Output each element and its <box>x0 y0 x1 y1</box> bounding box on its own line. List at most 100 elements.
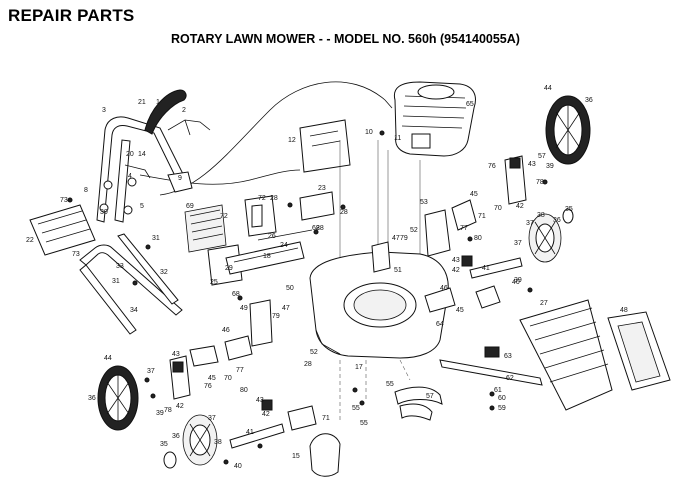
hubcap-left <box>163 451 177 469</box>
part-callout-42: 42 <box>452 267 460 274</box>
grass-catcher-bag <box>519 299 613 411</box>
part-callout-30: 30 <box>100 209 108 216</box>
pivot-plate-52 <box>424 209 451 257</box>
mower-deck <box>309 251 449 359</box>
side-plate-49 <box>249 299 273 347</box>
part-callout-22: 22 <box>26 237 34 244</box>
rear-wheel-left <box>97 365 139 431</box>
part-callout-24: 24 <box>280 242 288 249</box>
part-callout-20: 20 <box>126 151 134 158</box>
part-callout-45: 45 <box>470 191 478 198</box>
part-callout-78: 78 <box>164 407 172 414</box>
front-axle-right <box>461 255 523 309</box>
part-callout-35: 35 <box>565 206 573 213</box>
part-callout-48: 48 <box>620 307 628 314</box>
part-callout-42: 42 <box>262 411 270 418</box>
part-callout-29: 29 <box>225 265 233 272</box>
throttle-cable <box>159 81 393 196</box>
part-callout-4: 4 <box>128 173 132 180</box>
part-callout-36: 36 <box>585 97 593 104</box>
part-callout-47: 47 <box>392 235 400 242</box>
part-callout-45: 45 <box>456 307 464 314</box>
part-callout-15: 15 <box>292 453 300 460</box>
part-callout-36: 36 <box>172 433 180 440</box>
part-callout-44: 44 <box>104 355 112 362</box>
part-callout-80: 80 <box>474 235 482 242</box>
part-callout-17: 17 <box>355 364 363 371</box>
model-title: ROTARY LAWN MOWER - - MODEL NO. 560h (95… <box>171 32 520 46</box>
part-callout-53: 53 <box>420 199 428 206</box>
part-callout-76: 76 <box>488 163 496 170</box>
part-callout-21: 21 <box>138 99 146 106</box>
part-callout-41: 41 <box>482 265 490 272</box>
part-callout-55: 55 <box>352 405 360 412</box>
part-callout-28: 28 <box>316 225 324 232</box>
part-callout-10: 10 <box>365 129 373 136</box>
part-callout-18: 18 <box>263 253 271 260</box>
part-callout-42: 42 <box>176 403 184 410</box>
height-bracket-46-right <box>424 287 456 313</box>
part-callout-28: 28 <box>340 209 348 216</box>
part-callout-31: 31 <box>112 278 120 285</box>
bracket-51 <box>371 241 391 273</box>
part-callout-52: 52 <box>410 227 418 234</box>
height-adjuster-right <box>504 155 527 205</box>
part-callout-71: 71 <box>478 213 486 220</box>
part-callout-73: 73 <box>60 197 68 204</box>
part-callout-72: 72 <box>258 195 266 202</box>
drive-cable <box>139 169 301 185</box>
part-callout-65: 65 <box>466 101 474 108</box>
part-callout-37: 37 <box>208 415 216 422</box>
part-callout-80: 80 <box>240 387 248 394</box>
part-callout-70: 70 <box>494 205 502 212</box>
part-callout-77: 77 <box>236 367 244 374</box>
part-callout-14: 14 <box>138 151 146 158</box>
part-callout-71: 71 <box>322 415 330 422</box>
part-callout-45: 45 <box>208 375 216 382</box>
part-callout-40: 40 <box>234 463 242 470</box>
part-callout-43: 43 <box>256 397 264 404</box>
axle-bracket-left <box>189 335 253 367</box>
deck-shield-panel <box>184 204 227 253</box>
front-wheel-right <box>528 213 562 263</box>
part-callout-35: 35 <box>160 441 168 448</box>
part-callout-37: 37 <box>526 220 534 227</box>
part-callout-41: 41 <box>246 429 254 436</box>
part-callout-59: 59 <box>498 405 506 412</box>
part-callout-61: 61 <box>494 387 502 394</box>
hubcap-right <box>562 208 574 224</box>
rear-door-bracket <box>244 195 277 237</box>
part-callout-68: 68 <box>312 225 320 232</box>
grass-catcher-frame <box>607 311 671 391</box>
bail-lever <box>144 89 187 135</box>
chute-deflector <box>309 433 341 477</box>
part-callout-47: 47 <box>282 305 290 312</box>
part-callout-33: 33 <box>116 263 124 270</box>
part-callout-72: 72 <box>220 213 228 220</box>
part-callout-77: 77 <box>460 225 468 232</box>
part-callout-39: 39 <box>514 277 522 284</box>
part-callout-34: 34 <box>130 307 138 314</box>
part-callout-73: 73 <box>72 251 80 258</box>
part-callout-78: 78 <box>536 179 544 186</box>
part-callout-51: 51 <box>394 267 402 274</box>
lower-handle <box>79 233 183 335</box>
part-callout-55: 55 <box>360 420 368 427</box>
part-callout-36: 36 <box>88 395 96 402</box>
part-callout-3: 3 <box>102 107 106 114</box>
part-callout-1: 1 <box>156 99 160 106</box>
part-callout-50: 50 <box>286 285 294 292</box>
hardware-bolts <box>67 130 548 465</box>
part-callout-2: 2 <box>182 107 186 114</box>
callout-labels: 1234589101112141517182021222324252627282… <box>26 85 628 470</box>
part-callout-60: 60 <box>498 395 506 402</box>
part-callout-52: 52 <box>310 349 318 356</box>
mulch-plug <box>394 386 443 421</box>
page-heading: REPAIR PARTS <box>8 6 135 25</box>
part-callout-57: 57 <box>426 393 434 400</box>
part-callout-25: 25 <box>210 279 218 286</box>
height-adjuster-bracket <box>207 244 243 286</box>
control-bar <box>167 171 193 193</box>
rope-guide <box>124 164 151 179</box>
part-callout-57: 57 <box>538 153 546 160</box>
